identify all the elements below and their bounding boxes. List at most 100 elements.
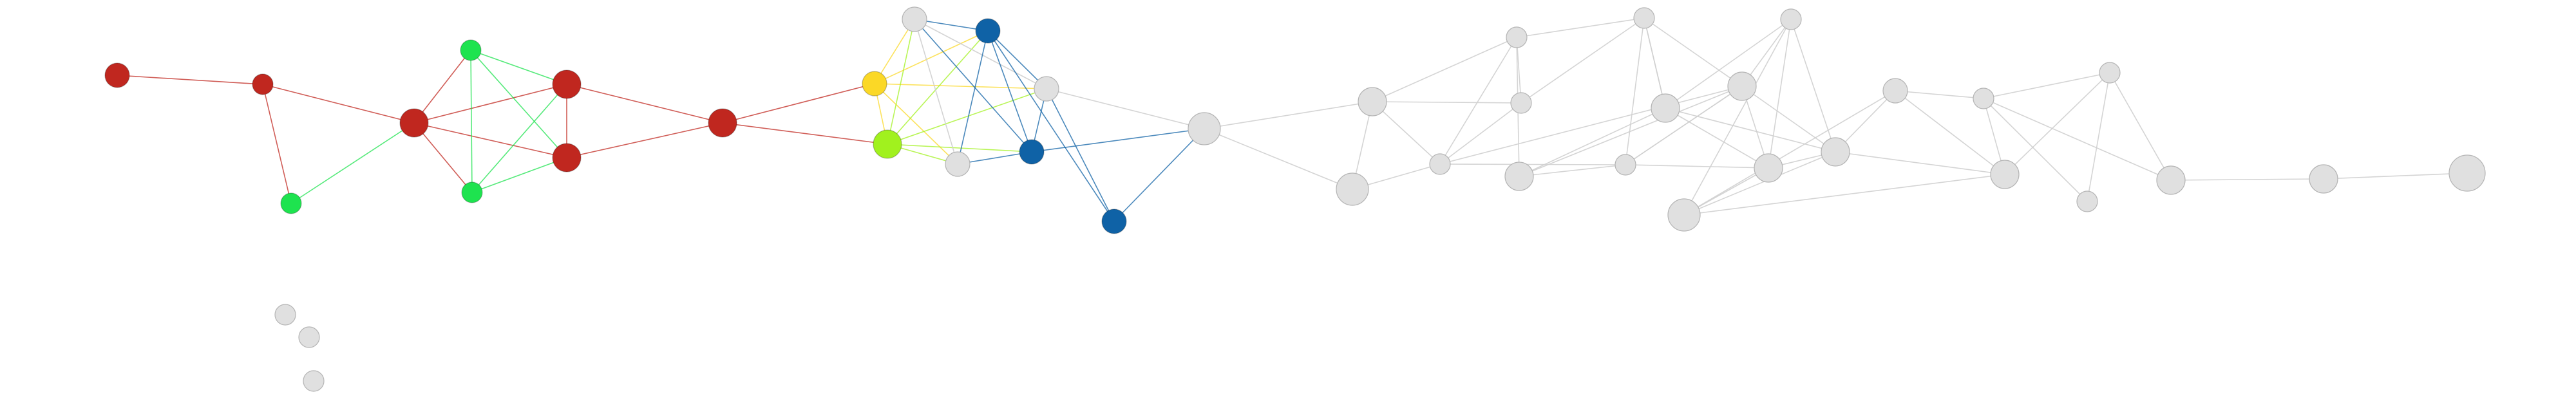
graph-node[interactable] <box>1615 154 1636 176</box>
graph-node[interactable] <box>274 304 296 326</box>
graph-edge <box>2170 178 2324 181</box>
graph-edge <box>1768 19 1792 169</box>
graph-node[interactable] <box>862 71 887 97</box>
graph-edge <box>1741 86 1836 153</box>
graph-node[interactable] <box>1336 172 1369 206</box>
graph-edge <box>413 122 473 193</box>
graph-node[interactable] <box>2099 62 2121 84</box>
graph-edge <box>413 50 471 124</box>
graph-node[interactable] <box>461 181 483 203</box>
graph-node[interactable] <box>252 73 274 95</box>
graph-edge <box>1625 17 1645 165</box>
graph-edge <box>262 84 415 124</box>
graph-node[interactable] <box>552 143 582 172</box>
graph-edge <box>887 88 1047 145</box>
nodes-layer <box>104 6 2486 392</box>
graph-node[interactable] <box>2448 154 2486 192</box>
graph-node[interactable] <box>1358 87 1387 116</box>
graph-edge <box>1665 107 1769 169</box>
graph-node[interactable] <box>1510 92 1532 114</box>
edges-layer <box>117 17 2468 222</box>
graph-edge <box>887 30 989 145</box>
graph-edge <box>1983 98 2172 181</box>
graph-edge <box>1204 101 1373 129</box>
graph-node[interactable] <box>1188 112 1221 145</box>
graph-edge <box>2087 72 2110 202</box>
graph-edge <box>722 122 888 145</box>
graph-edge <box>1372 101 1522 104</box>
graph-node[interactable] <box>1754 153 1783 183</box>
graph-node[interactable] <box>104 62 130 88</box>
graph-edge <box>1625 164 1769 169</box>
graph-node[interactable] <box>708 108 737 138</box>
graph-edge <box>1625 86 1743 165</box>
graph-edge <box>2323 172 2468 180</box>
graph-edge <box>1516 37 1522 104</box>
graph-node[interactable] <box>280 192 302 214</box>
graph-node[interactable] <box>902 6 927 32</box>
graph-node[interactable] <box>552 70 582 99</box>
graph-edge <box>1643 17 1743 87</box>
graph-node[interactable] <box>1504 162 1534 191</box>
graph-node[interactable] <box>975 18 1001 44</box>
graph-edge <box>1439 37 1517 165</box>
graph-node[interactable] <box>2076 190 2098 212</box>
graph-node[interactable] <box>303 370 325 392</box>
graph-node[interactable] <box>1651 93 1680 123</box>
graph-edge <box>1372 101 1441 165</box>
graph-edge <box>1983 72 2110 99</box>
graph-node[interactable] <box>1019 139 1045 165</box>
graph-edge <box>1519 164 1626 177</box>
graph-edge <box>471 84 567 193</box>
graph-edge <box>914 19 1032 153</box>
graph-node[interactable] <box>2309 164 2338 194</box>
graph-node[interactable] <box>1429 153 1451 175</box>
graph-node[interactable] <box>873 129 902 159</box>
graph-edge <box>987 30 1115 222</box>
graph-node[interactable] <box>1633 7 1655 29</box>
graph-edge <box>1439 163 1626 165</box>
graph-edge <box>914 19 958 165</box>
graph-node[interactable] <box>1990 160 2020 189</box>
graph-edge <box>1895 90 2005 175</box>
graph-edge <box>1204 128 1353 190</box>
graph-node[interactable] <box>1973 88 1994 109</box>
graph-edge <box>1643 17 1666 109</box>
graph-node[interactable] <box>1034 76 1059 102</box>
graph-edge <box>1665 19 1792 109</box>
graph-edge <box>1835 151 2005 175</box>
graph-node[interactable] <box>399 108 429 138</box>
graph-edge <box>1031 128 1205 153</box>
graph-edge <box>1519 107 1666 177</box>
graph-edge <box>1790 19 1836 153</box>
graph-node[interactable] <box>1882 78 1908 104</box>
graph-edge <box>874 83 958 165</box>
graph-edge <box>470 50 567 158</box>
graph-node[interactable] <box>1821 137 1850 167</box>
graph-node[interactable] <box>1727 71 1757 101</box>
graph-edge <box>1665 107 1836 153</box>
graph-node[interactable] <box>298 326 320 348</box>
graph-edge <box>1046 88 1205 129</box>
graph-edge <box>413 122 567 158</box>
graph-node[interactable] <box>1667 198 1701 232</box>
graph-edge <box>1683 174 2005 216</box>
graph-node[interactable] <box>2156 165 2186 195</box>
graph-edge <box>874 30 989 84</box>
graph-node[interactable] <box>1780 8 1802 30</box>
graph-node[interactable] <box>945 151 971 177</box>
graph-edge <box>2109 72 2172 181</box>
graph-node[interactable] <box>1506 26 1528 48</box>
graph-edge <box>470 50 473 193</box>
graph-edge <box>874 83 1047 89</box>
graph-node[interactable] <box>1101 209 1127 234</box>
graph-edge <box>722 83 875 124</box>
graph-edge <box>1683 19 1792 216</box>
graph-edge <box>1520 17 1645 104</box>
graph-edge <box>1516 17 1645 38</box>
graph-edge <box>1439 102 1522 165</box>
graph-edge <box>887 144 1032 153</box>
graph-edge <box>566 84 723 124</box>
graph-node[interactable] <box>460 39 482 61</box>
